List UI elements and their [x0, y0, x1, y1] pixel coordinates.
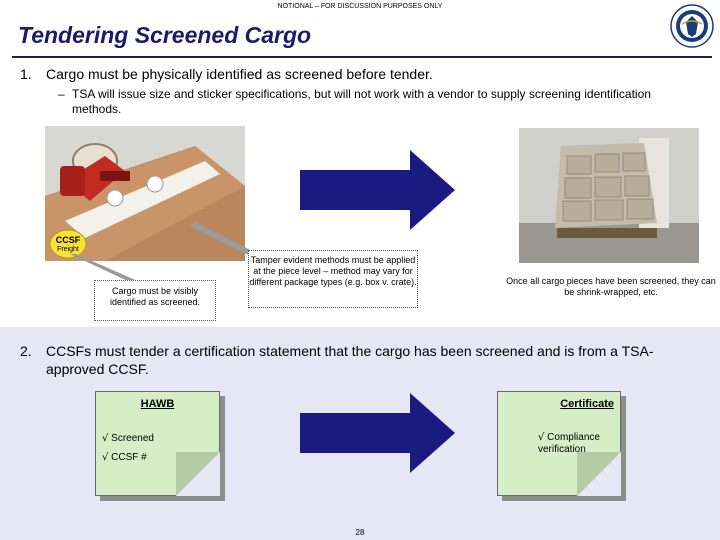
hawb-item-ccsf-label: CCSF #: [111, 452, 147, 463]
point-two-number: 2.: [20, 343, 32, 359]
slide-title: Tendering Screened Cargo: [18, 22, 312, 48]
caption-visibly-identified: Cargo must be visibly identified as scre…: [94, 280, 216, 321]
checkmark-icon: √: [102, 433, 109, 444]
page-number: 28: [355, 528, 365, 537]
notional-banner: NOTIONAL – FOR DISCUSSION PURPOSES ONLY: [277, 3, 443, 10]
shrink-wrapped-pallet-photo: [519, 128, 699, 263]
certificate-document: Certificate √ Compliance verification: [497, 391, 621, 496]
subpoint-text: TSA will issue size and sticker specific…: [72, 87, 651, 116]
hawb-item-screened: √ Screened: [102, 433, 154, 444]
point-one-number: 1.: [20, 66, 32, 82]
checkmark-icon: √: [102, 452, 109, 463]
caption-tamper-evident: Tamper evident methods must be applied a…: [248, 250, 418, 308]
arrow-right-icon: [300, 393, 455, 473]
seal-logo: [670, 4, 714, 48]
hawb-item-ccsf: √ CCSF #: [102, 452, 147, 463]
caption-shrink-wrapped: Once all cargo pieces have been screened…: [506, 276, 716, 297]
point-one-text: Cargo must be physically identified as s…: [46, 66, 433, 82]
checkmark-icon: √: [538, 432, 545, 443]
title-underline: [12, 56, 712, 58]
point-two-text: CCSFs must tender a certification statem…: [46, 343, 654, 377]
certificate-item-label: Compliance verification: [538, 432, 600, 455]
certificate-title: Certificate: [560, 398, 614, 410]
ccsf-sticker: [49, 229, 87, 259]
sticker-title: CCSF: [55, 235, 81, 245]
arrow-right-icon: [300, 150, 455, 230]
folded-corner: [176, 452, 220, 496]
sticker-subtitle: Freight: [57, 246, 79, 253]
subpoint-dash: –: [58, 87, 65, 101]
folded-corner: [577, 452, 621, 496]
hawb-title: HAWB: [140, 398, 175, 410]
certificate-item-compliance: √ Compliance verification: [538, 432, 618, 456]
hawb-document: HAWB √ Screened √ CCSF #: [95, 391, 220, 496]
hawb-item-screened-label: Screened: [111, 433, 154, 444]
